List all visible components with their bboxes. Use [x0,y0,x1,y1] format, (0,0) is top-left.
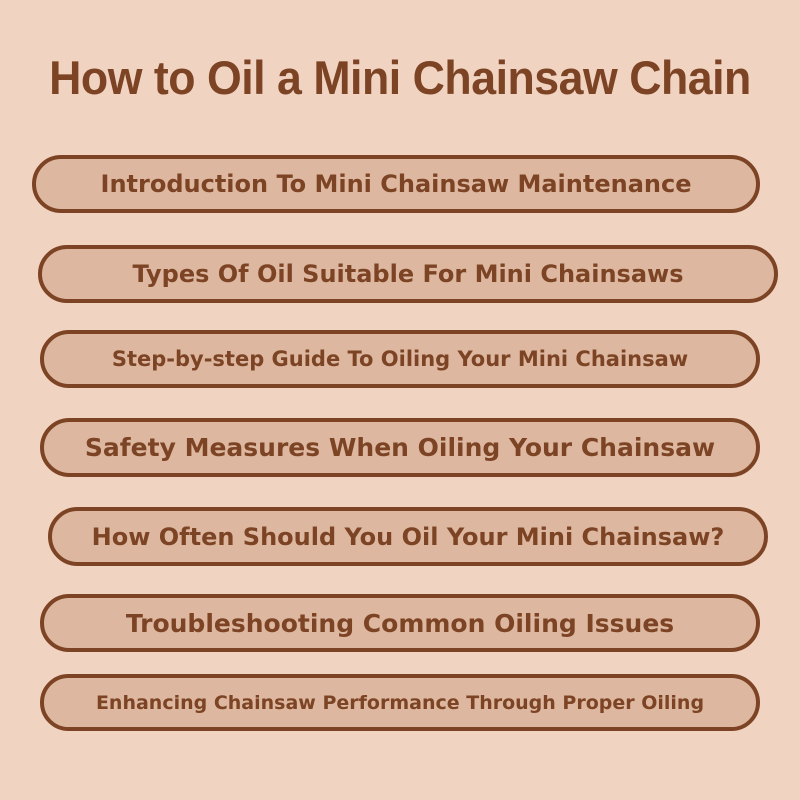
topic-pill-how-often: How Often Should You Oil Your Mini Chain… [48,507,768,566]
topic-pill-types-of-oil: Types Of Oil Suitable For Mini Chainsaws [38,245,778,303]
topic-pill-safety: Safety Measures When Oiling Your Chainsa… [40,418,760,477]
topic-label: Enhancing Chainsaw Performance Through P… [95,691,705,714]
topic-label: Introduction To Mini Chainsaw Maintenanc… [100,170,692,198]
topic-pill-step-by-step: Step-by-step Guide To Oiling Your Mini C… [40,330,760,388]
topic-label: Step-by-step Guide To Oiling Your Mini C… [111,347,689,371]
topic-label: Types Of Oil Suitable For Mini Chainsaws [132,260,684,288]
topic-pill-troubleshooting: Troubleshooting Common Oiling Issues [40,594,760,652]
topic-label: Troubleshooting Common Oiling Issues [125,608,675,638]
topic-pill-introduction: Introduction To Mini Chainsaw Maintenanc… [32,155,760,213]
topic-label: How Often Should You Oil Your Mini Chain… [91,522,725,551]
page-title: How to Oil a Mini Chainsaw Chain [49,51,751,104]
topic-label: Safety Measures When Oiling Your Chainsa… [84,433,716,462]
topic-pill-enhancing-performance: Enhancing Chainsaw Performance Through P… [40,674,760,731]
